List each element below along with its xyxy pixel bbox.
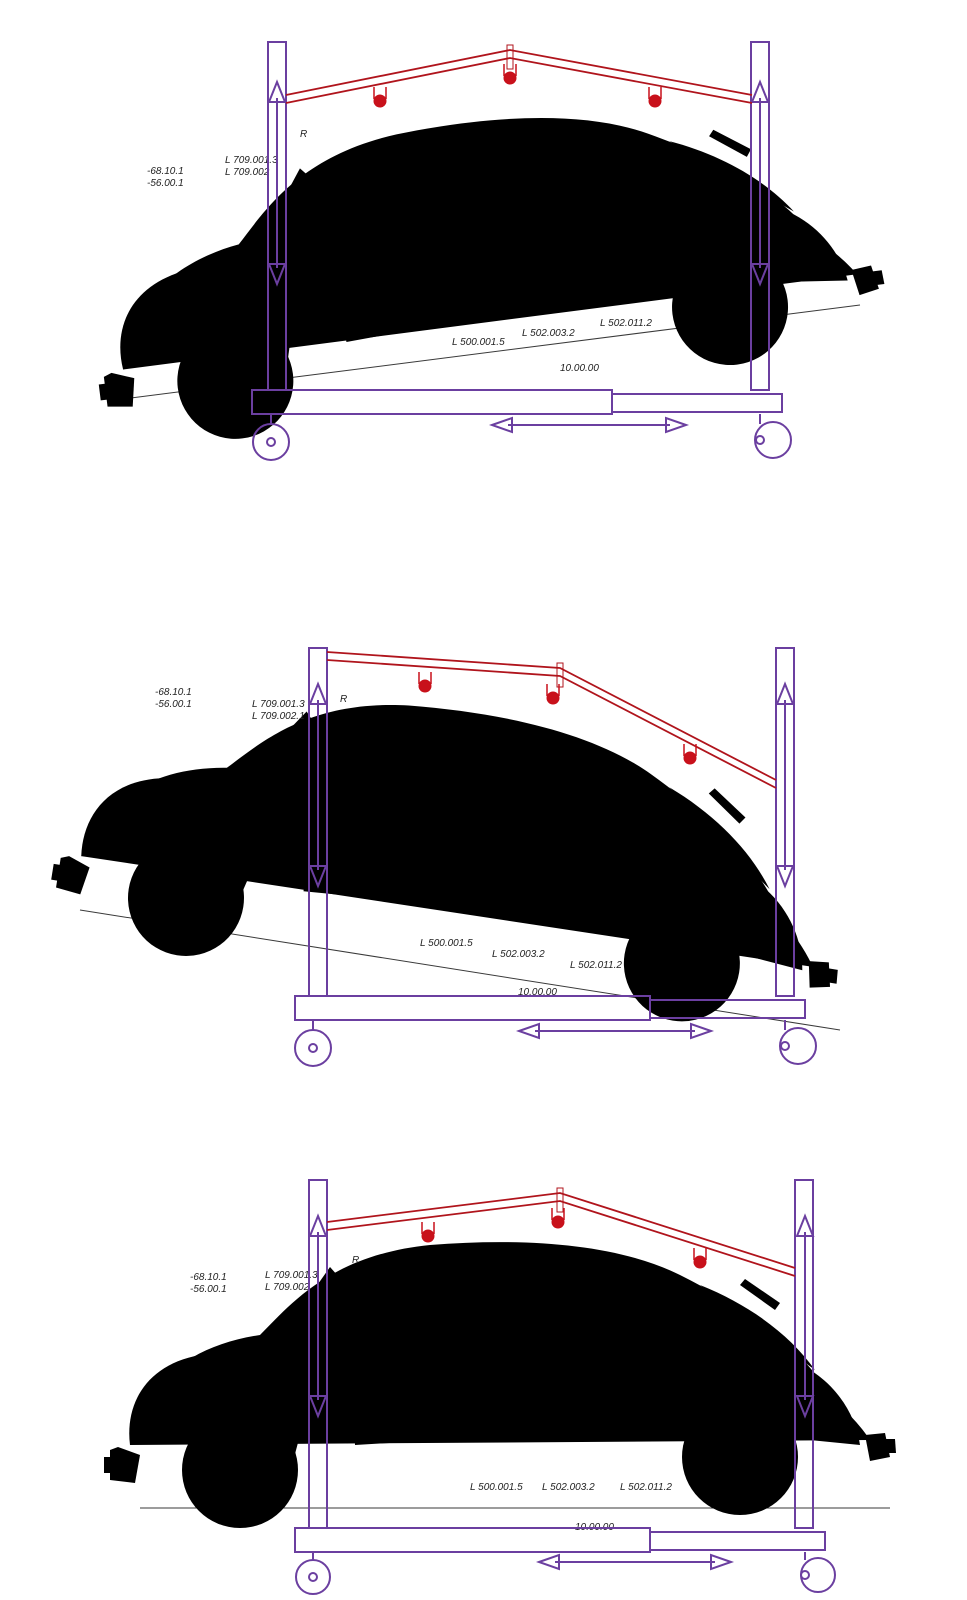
label-ref-b1: L 709.001.3: [265, 1270, 318, 1281]
hook-rear: [683, 743, 697, 765]
panel-tilt-forward: -68.10.1 -56.00.1 L 709.001.3 L 709.002.…: [42, 647, 870, 1067]
height-arrow-right: [750, 79, 770, 287]
label-ref-b2: L 709.002: [225, 167, 270, 178]
caster-right-wheel: [754, 421, 792, 459]
label-part-1: L 500.001.5: [452, 337, 505, 348]
height-arrow-right: [775, 681, 795, 889]
hook-rear: [693, 1247, 707, 1269]
lifting-cable: [326, 651, 777, 789]
caster-left-wheel: [294, 1029, 332, 1067]
frame-base-extension: [611, 393, 783, 413]
slide-arrow: [535, 1553, 735, 1571]
label-ref-b1: L 709.001.3: [252, 699, 305, 710]
label-marker-r: R: [300, 129, 307, 140]
panel-level: -68.10.1 -56.00.1 L 709.001.3 L 709.002 …: [72, 41, 894, 461]
label-ref-b1: L 709.001.3: [225, 155, 278, 166]
label-ref-a2: -56.00.1: [147, 178, 184, 189]
label-dim: 10.00.00: [560, 363, 599, 374]
height-arrow-left: [308, 681, 328, 889]
height-arrow-left: [267, 79, 287, 287]
label-dim: 10.00.00: [518, 987, 557, 998]
rotisserie-frame: [251, 41, 792, 461]
hook-middle: [551, 1207, 565, 1229]
caster-left-wheel: [295, 1559, 331, 1595]
label-part-3: L 502.011.2: [570, 960, 622, 971]
label-part-3: L 502.011.2: [600, 318, 652, 329]
label-marker-r: R: [340, 694, 347, 705]
hook-front: [373, 86, 387, 108]
label-part-1: L 500.001.5: [420, 938, 473, 949]
panel-tilt-back: -68.10.1 -56.00.1 L 709.001.3 L 709.002 …: [104, 1179, 896, 1595]
label-ref-a2: -56.00.1: [190, 1284, 227, 1295]
frame-base-extension: [649, 999, 806, 1019]
car-drawing: [72, 74, 894, 456]
frame-post-right: [794, 1179, 814, 1529]
label-ref-a1: -68.10.1: [155, 687, 192, 698]
label-marker-r: R: [352, 1255, 359, 1266]
label-part-1: L 500.001.5: [470, 1482, 523, 1493]
slide-arrow: [515, 1022, 715, 1040]
hook-rear: [648, 86, 662, 108]
label-ref-a2: -56.00.1: [155, 699, 192, 710]
label-ref-b2: L 709.002: [265, 1282, 310, 1293]
label-part-3: L 502.011.2: [620, 1482, 672, 1493]
height-arrow-left: [308, 1213, 328, 1419]
frame-post-right: [775, 647, 795, 997]
lifting-cable: [285, 44, 753, 104]
label-part-2: L 502.003.2: [542, 1482, 595, 1493]
label-ref-a1: -68.10.1: [147, 166, 184, 177]
slide-arrow: [488, 416, 690, 434]
label-part-2: L 502.003.2: [492, 949, 545, 960]
caster-right-wheel: [779, 1027, 817, 1065]
lifting-cable: [326, 1187, 796, 1277]
hook-front: [418, 671, 432, 693]
frame-base-beam: [294, 995, 651, 1021]
rotisserie-frame: [294, 647, 817, 1067]
label-ref-a1: -68.10.1: [190, 1272, 227, 1283]
caster-left-wheel: [252, 423, 290, 461]
frame-base-extension: [649, 1531, 826, 1551]
frame-post-right: [750, 41, 770, 391]
hook-front: [421, 1221, 435, 1243]
label-ref-b2: L 709.002.1: [252, 711, 305, 722]
frame-base-beam: [251, 389, 613, 415]
rotisserie-frame: [294, 1179, 836, 1595]
label-part-2: L 502.003.2: [522, 328, 575, 339]
height-arrow-right: [795, 1213, 815, 1419]
hook-middle: [503, 63, 517, 85]
caster-right-wheel: [800, 1557, 836, 1593]
